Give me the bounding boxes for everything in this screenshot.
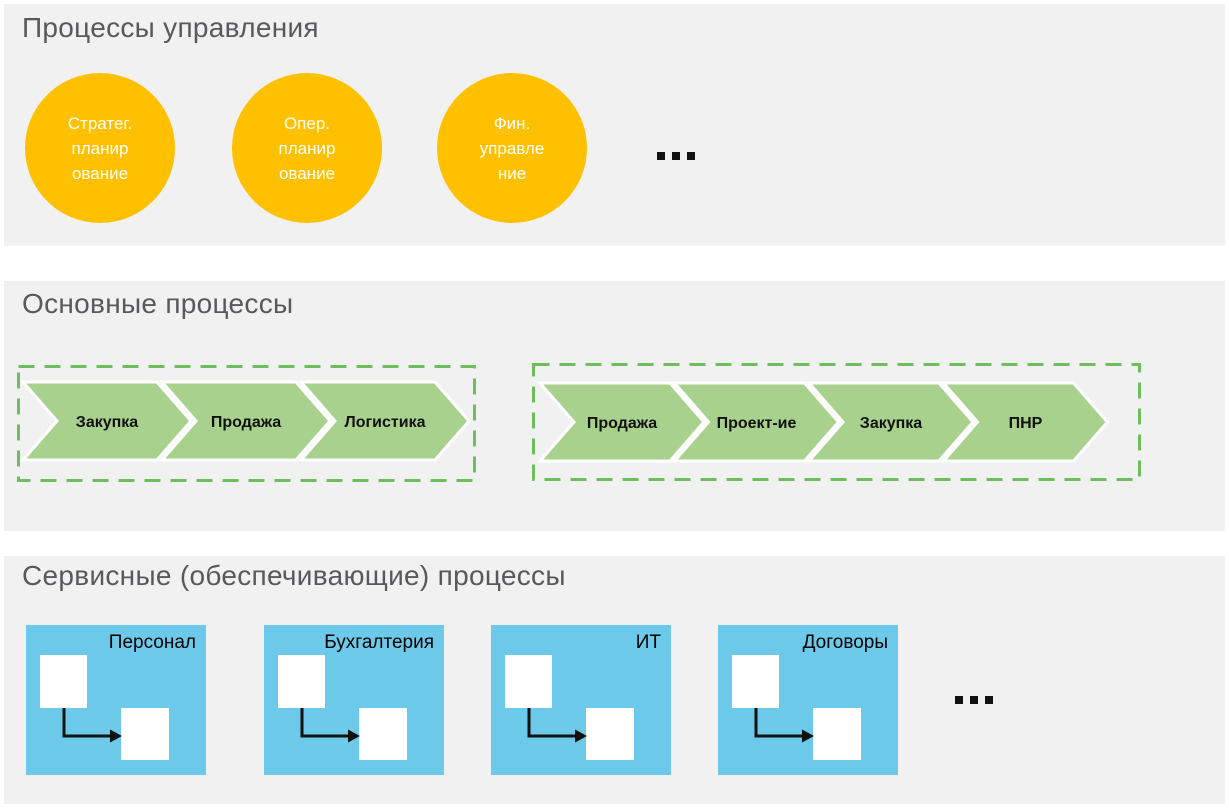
card-label: ИТ xyxy=(635,632,661,653)
service-card-accounting: Бухгалтерия xyxy=(264,625,444,775)
circle-operational-planning: Опер. планир ование xyxy=(232,73,382,223)
section-management-processes: Процессы управления Стратег. планир ован… xyxy=(4,4,1225,246)
elbow-arrow-icon xyxy=(527,708,587,743)
chevron-step: Продажа xyxy=(536,381,706,463)
chevron-label: Продажа xyxy=(587,415,657,432)
chevron-label: Проект-ие xyxy=(717,415,797,432)
dashed-border xyxy=(532,363,1141,481)
process-chain-group-2: Продажа Проект-ие Закупка ПНР xyxy=(532,363,1141,481)
task-box xyxy=(813,708,861,760)
card-label: Персонал xyxy=(108,632,196,653)
chevron-label: ПНР xyxy=(1009,415,1043,432)
chevron-step: Продажа xyxy=(158,380,332,462)
circle-label: Стратег. планир ование xyxy=(67,113,133,183)
card-label: Договоры xyxy=(802,632,888,653)
circle-label: Опер. планир ование xyxy=(278,113,336,183)
task-box xyxy=(732,655,779,708)
task-box xyxy=(121,708,169,760)
service-card-contracts: Договоры xyxy=(718,625,898,775)
chevron-step: Логистика xyxy=(297,380,471,462)
task-box xyxy=(40,655,87,708)
section-service-processes: Сервисные (обеспечивающие) процессы Перс… xyxy=(4,556,1225,804)
task-box xyxy=(505,655,552,708)
task-box xyxy=(278,655,325,708)
section-title: Процессы управления xyxy=(22,12,319,43)
chevron-step: ПНР xyxy=(940,381,1110,463)
chevron-label: Закупка xyxy=(76,414,139,431)
task-box xyxy=(586,708,634,760)
ellipsis-icon xyxy=(955,696,993,704)
service-card-it: ИТ xyxy=(491,625,671,775)
chevron-step: Закупка xyxy=(19,380,193,462)
section-core-processes: Основные процессы Закупка Продажа Логист… xyxy=(4,281,1225,531)
process-chain-group-1: Закупка Продажа Логистика xyxy=(17,365,476,482)
circle-label: Фин. управле ние xyxy=(479,113,545,183)
section-title: Основные процессы xyxy=(22,288,294,319)
chevron-label: Логистика xyxy=(345,414,426,431)
chevron-step: Закупка xyxy=(805,381,975,463)
circle-strategic-planning: Стратег. планир ование xyxy=(25,73,175,223)
elbow-arrow-icon xyxy=(300,708,360,743)
elbow-arrow-icon xyxy=(62,708,122,743)
chevron-label: Продажа xyxy=(211,414,281,431)
ellipsis-icon xyxy=(657,152,695,160)
section-title: Сервисные (обеспечивающие) процессы xyxy=(22,560,566,591)
elbow-arrow-icon xyxy=(754,708,814,743)
chevron-step: Проект-ие xyxy=(671,381,841,463)
task-box xyxy=(359,708,407,760)
chevron-label: Закупка xyxy=(860,415,923,432)
circle-financial-management: Фин. управле ние xyxy=(437,73,587,223)
card-label: Бухгалтерия xyxy=(324,632,434,653)
service-card-personnel: Персонал xyxy=(26,625,206,775)
